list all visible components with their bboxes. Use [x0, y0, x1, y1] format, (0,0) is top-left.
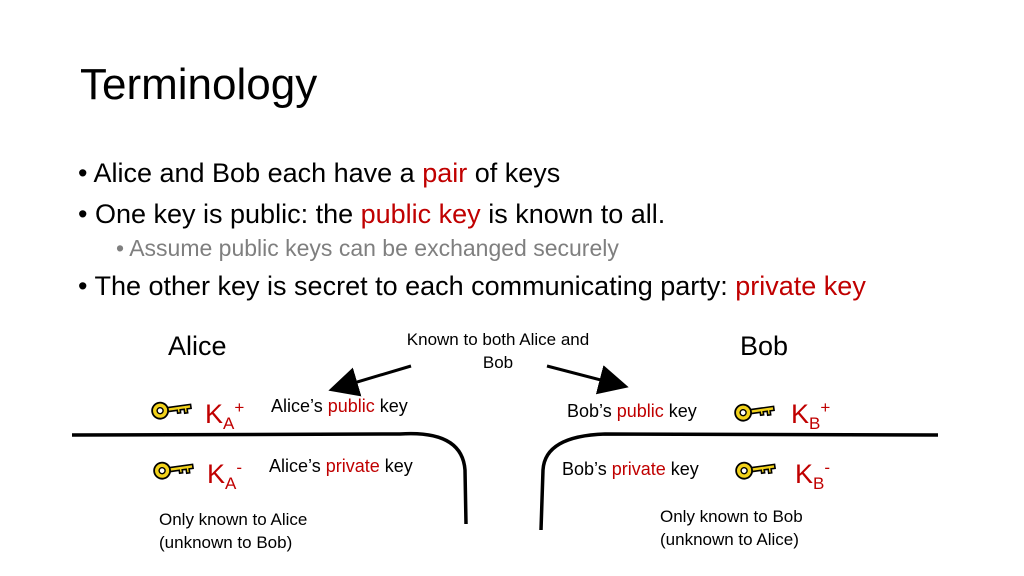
label-highlight: public — [616, 401, 664, 421]
slide-title: Terminology — [80, 60, 318, 109]
key-superscript: - — [824, 458, 831, 477]
key-subscript: B — [813, 474, 825, 493]
bullet-text: Alice and Bob each have a — [93, 158, 423, 188]
bullet-text: is known to all. — [480, 199, 666, 229]
label-text: Bob’s — [562, 459, 612, 479]
bob-public-key-label: Bob’s public key — [567, 400, 697, 422]
key-letter: K — [791, 399, 810, 429]
label-text: key — [374, 396, 408, 416]
key-letter: K — [205, 399, 224, 429]
bullet-text: The other key is secret to each communic… — [94, 271, 736, 301]
arrow-to-bob — [546, 364, 629, 395]
alice-public-key-symbol: KA+ — [205, 393, 244, 439]
bullet-marker: • — [78, 271, 88, 301]
alice-private-key-label: Alice’s private key — [269, 455, 413, 477]
key-superscript: + — [234, 398, 245, 417]
bullet-marker: • — [116, 235, 125, 261]
bob-only-note: Only known to Bob (unknown to Alice) — [660, 505, 803, 551]
label-text: Bob’s — [567, 401, 617, 421]
label-text: Alice’s — [271, 396, 328, 416]
bullet-private-key: • The other key is secret to each commun… — [78, 270, 866, 302]
key-icon — [153, 461, 194, 480]
bullet-marker: • — [78, 158, 88, 188]
key-subscript: A — [225, 474, 237, 493]
label-text: key — [665, 459, 699, 479]
key-subscript: B — [809, 414, 821, 433]
arrow-to-alice — [328, 364, 412, 397]
alice-public-key-label: Alice’s public key — [271, 395, 408, 417]
bob-heading: Bob — [740, 331, 789, 361]
sub-bullet-exchange: • Assume public keys can be exchanged se… — [116, 234, 619, 262]
alice-divider-curve — [71, 431, 468, 525]
key-icon — [734, 403, 775, 422]
note-line: Only known to Bob — [660, 507, 803, 526]
bob-divider-curve — [539, 432, 939, 531]
bullet-text: One key is public: the — [94, 199, 361, 229]
label-highlight: private — [325, 456, 380, 476]
label-text: key — [663, 401, 697, 421]
label-highlight: private — [611, 459, 666, 479]
note-line: (unknown to Alice) — [660, 530, 799, 549]
bullet-highlight: public key — [360, 199, 481, 229]
bob-public-key-symbol: KB+ — [791, 393, 830, 439]
label-highlight: public — [327, 396, 375, 416]
bullet-public-key: • One key is public: the public key is k… — [78, 198, 665, 230]
bullet-marker: • — [78, 199, 88, 229]
note-line: (unknown to Bob) — [159, 533, 293, 552]
alice-only-note: Only known to Alice (unknown to Bob) — [159, 508, 307, 554]
bob-private-key-symbol: KB- — [795, 453, 830, 499]
alice-private-key-symbol: KA- — [207, 453, 242, 499]
alice-heading: Alice — [168, 331, 227, 361]
key-subscript: A — [223, 414, 235, 433]
label-text: key — [379, 456, 413, 476]
key-superscript: + — [820, 398, 831, 417]
bullet-highlight: pair — [422, 158, 468, 188]
key-superscript: - — [236, 458, 243, 477]
key-icon — [735, 461, 776, 480]
bullet-text: of keys — [467, 158, 561, 188]
note-line: Only known to Alice — [159, 510, 308, 529]
key-letter: K — [795, 459, 814, 489]
bullet-key-pair: • Alice and Bob each have a pair of keys — [78, 157, 560, 189]
label-text: Alice’s — [269, 456, 326, 476]
known-to-both-note: Known to both Alice and Bob — [406, 330, 590, 372]
key-letter: K — [207, 459, 226, 489]
key-icon — [151, 401, 192, 420]
bullet-highlight: private key — [735, 271, 866, 301]
bullet-text: Assume public keys can be exchanged secu… — [129, 235, 619, 261]
bob-private-key-label: Bob’s private key — [562, 458, 699, 480]
